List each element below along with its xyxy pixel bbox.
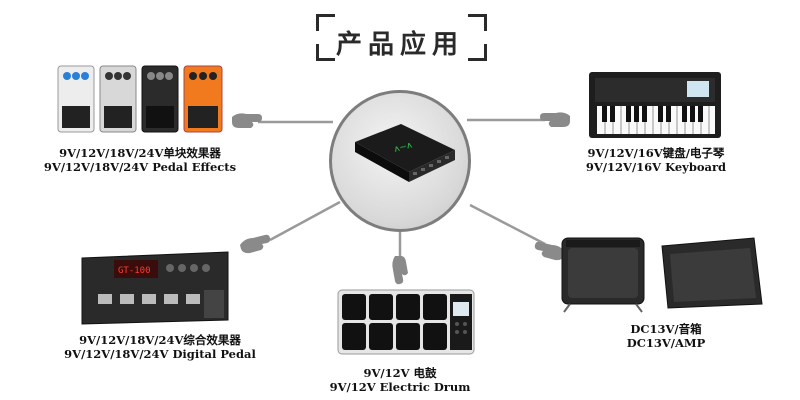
keyboard-image [589,72,721,138]
amp-speaker-left [561,237,645,313]
electric-drum-label: 9V/12V 电鼓 9V/12V Electric Drum [300,366,500,394]
pedal-effects-label: 9V/12V/18V/24V单块效果器 9V/12V/18V/24V Pedal… [40,146,240,174]
title-bracket-right-top [468,14,487,31]
pedal-effects-label-cn: 9V/12V/18V/24V单块效果器 [59,146,221,160]
digital-pedal-label-en: 9V/12V/18V/24V Digital Pedal [64,347,256,361]
pedal-effects-image [57,65,223,133]
pointing-hand-icon [534,241,565,261]
keyboard-label: 9V/12V/16V键盘/电子琴 9V/12V/16V Keyboard [556,146,756,174]
title-bracket-right-bottom [468,44,487,61]
pointing-hand-icon [540,112,570,127]
pedal-effects-label-en: 9V/12V/18V/24V Pedal Effects [43,160,237,174]
digital-pedal-label: 9V/12V/18V/24V综合效果器 9V/12V/18V/24V Digit… [40,333,280,361]
pointing-hand-icon [240,234,271,254]
amp-label-cn: DC13V/音箱 [630,322,702,336]
pointing-hand-icon [392,255,408,285]
connector-line-amp [469,203,546,246]
digital-pedal-image: GT-100 [81,251,229,325]
amp-label-en: DC13V/AMP [626,336,706,350]
connector-line-digital [269,200,341,242]
electric-drum-label-cn: 9V/12V 电鼓 [363,366,437,380]
power-adapter-icon: ʌ~ʌ [355,124,455,182]
keyboard-label-cn: 9V/12V/16V键盘/电子琴 [587,146,725,160]
amp-label: DC13V/音箱 DC13V/AMP [566,322,766,350]
page-title: 产品应用 [335,30,464,60]
keyboard-label-en: 9V/12V/16V Keyboard [585,160,727,174]
electric-drum-label-en: 9V/12V Electric Drum [329,380,471,394]
pointing-hand-icon [232,113,262,128]
svg-text:ʌ~ʌ: ʌ~ʌ [393,140,414,155]
amp-speaker-right [661,237,763,309]
digital-pedal-screen: GT-100 [118,266,151,276]
electric-drum-image [337,289,475,355]
digital-pedal-label-cn: 9V/12V/18V/24V综合效果器 [79,333,241,347]
amp-image [561,237,763,313]
title-area: 产品应用 [0,14,800,64]
title-bracket-left-top [316,14,335,31]
title-bracket-left-bottom [316,44,335,61]
